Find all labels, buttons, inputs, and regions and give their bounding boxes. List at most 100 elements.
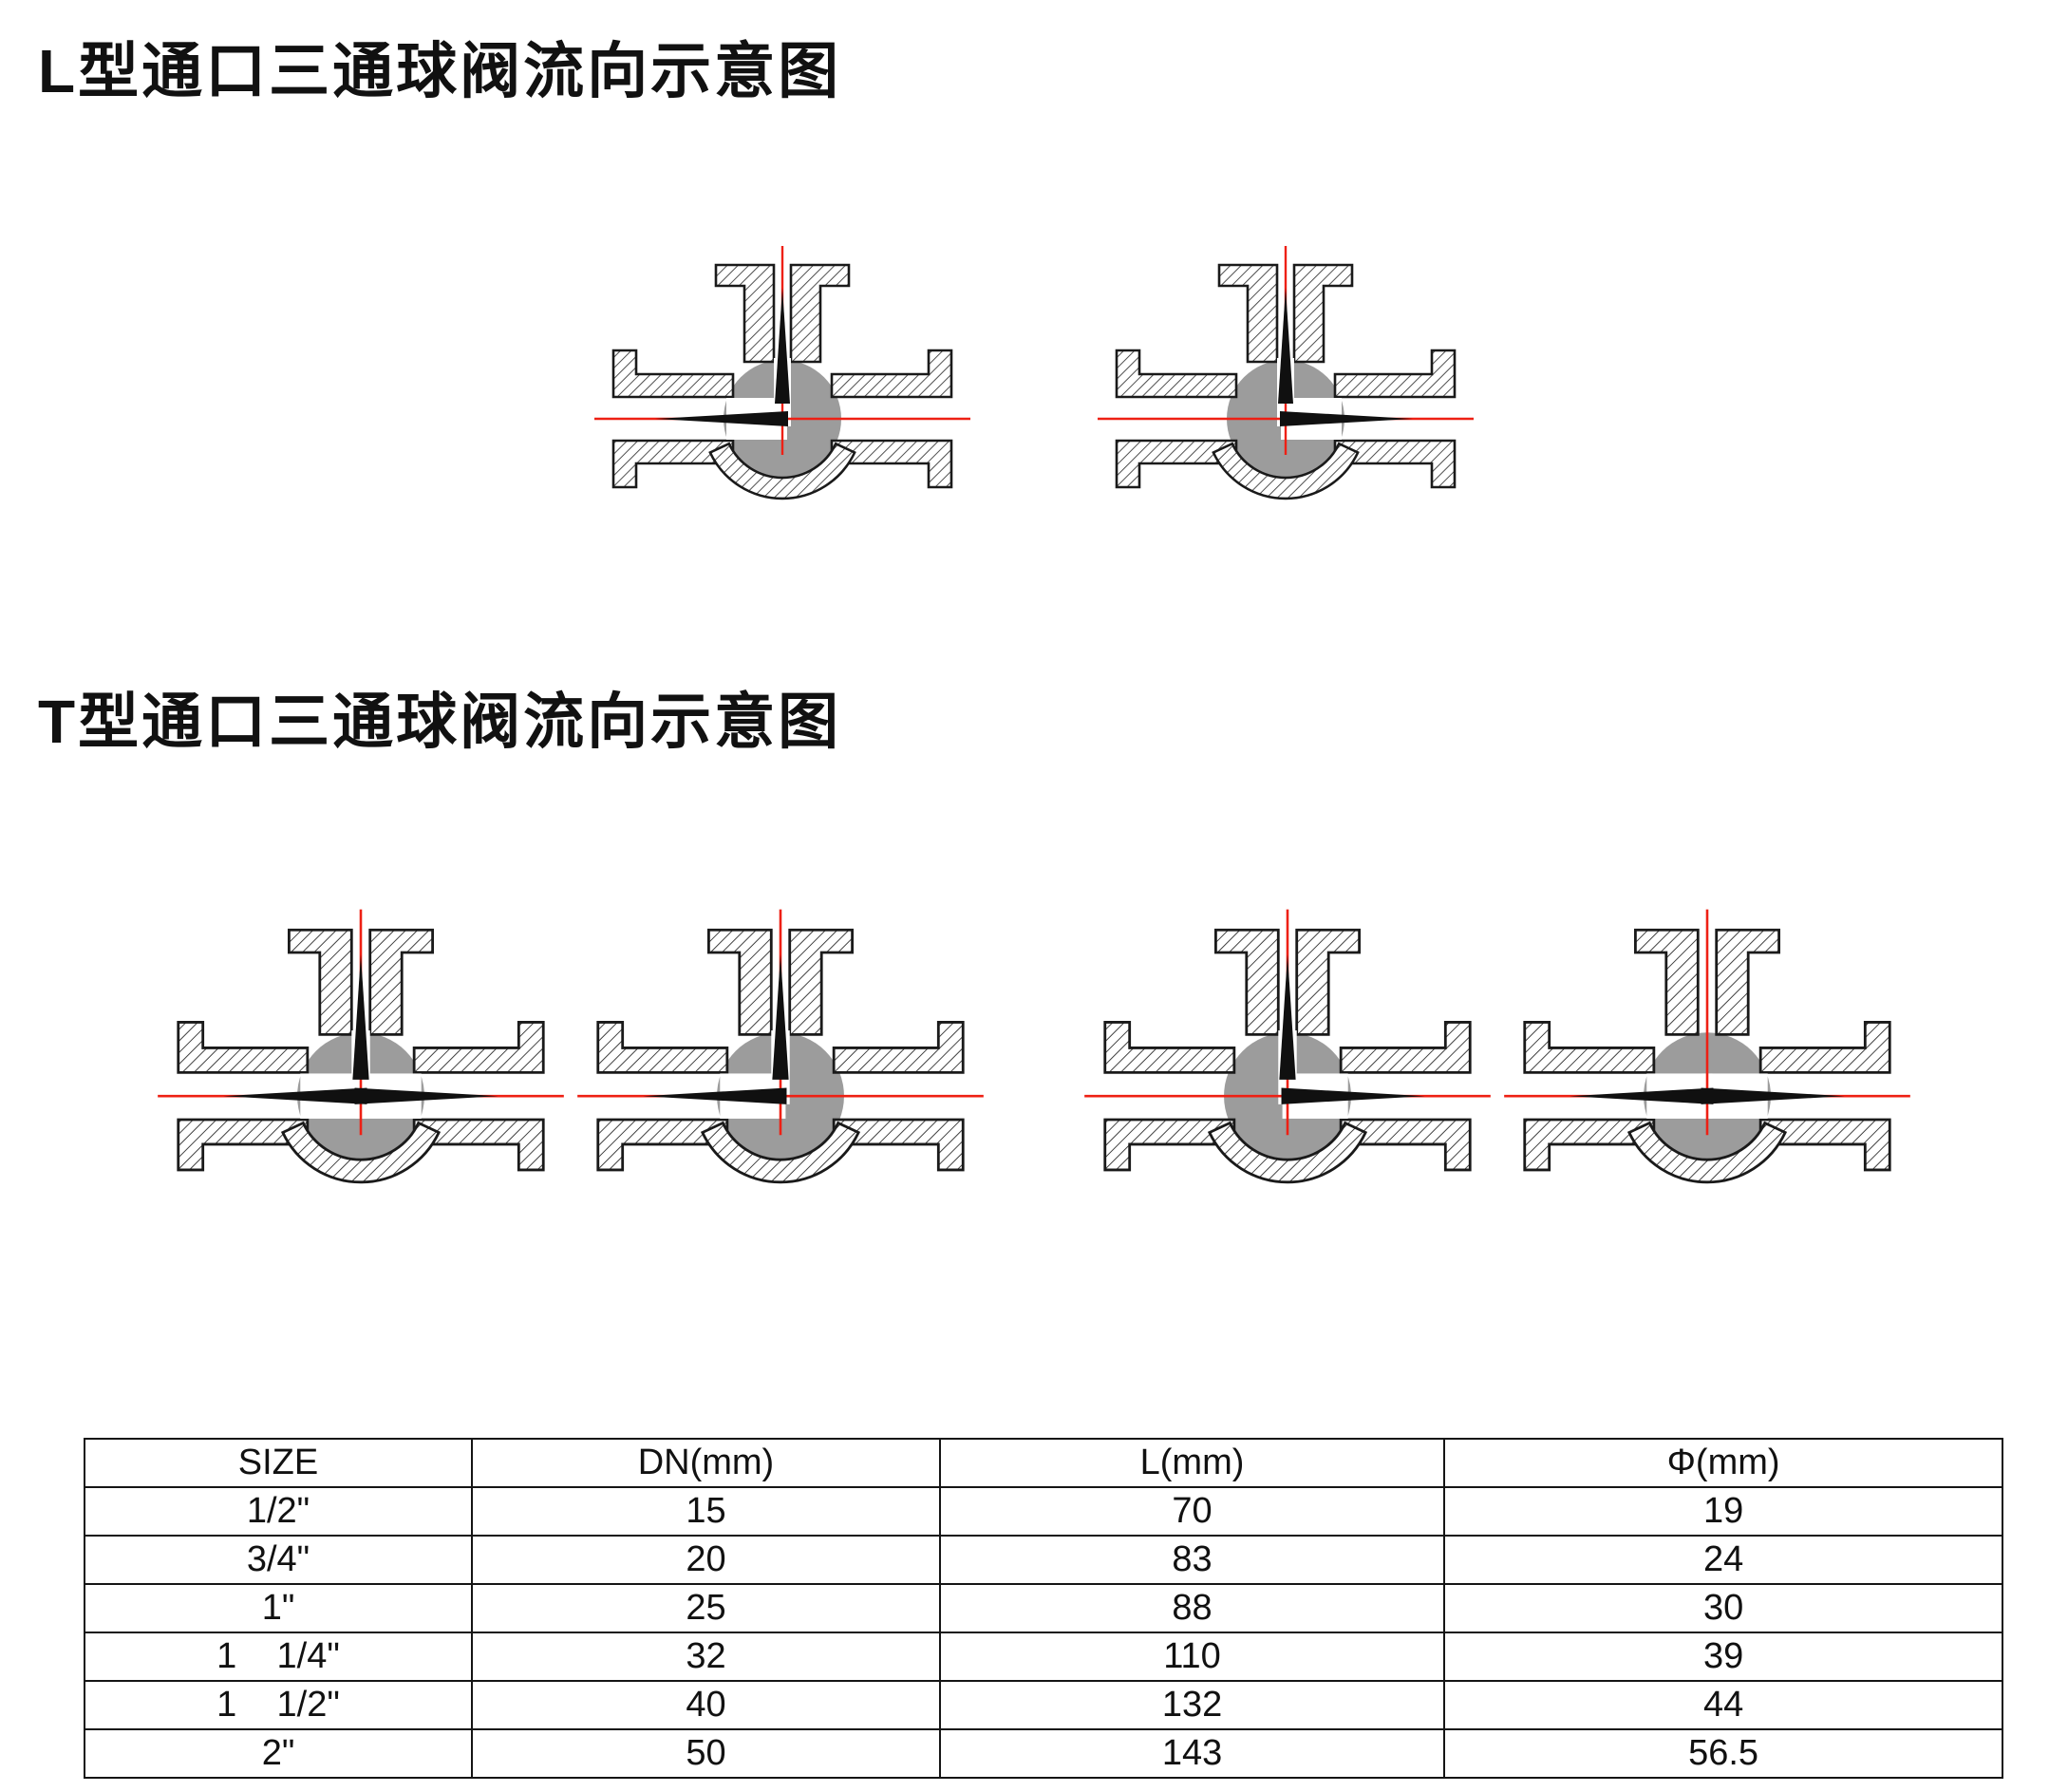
valve-body-top-right <box>789 263 851 364</box>
table-column-header: SIZE <box>83 1438 474 1489</box>
table-column-header: L(mm) <box>938 1438 1446 1489</box>
valve-body-left-upper <box>1115 349 1238 399</box>
valve-body-right-lower <box>1333 439 1457 489</box>
flow-arrow-up-icon <box>1278 288 1293 404</box>
flow-arrow-right-icon <box>1701 1087 1845 1104</box>
valve-body-top-right <box>1295 928 1362 1036</box>
flow-arrow-up-icon <box>1279 954 1296 1080</box>
table-cell: 30 <box>1443 1583 2003 1634</box>
valve-body-right-lower <box>1758 1118 1891 1172</box>
l-type-section-title: L型通口三通球阀流向示意图 <box>38 37 842 105</box>
valve-body-left-lower <box>177 1118 310 1172</box>
valve-diagram-l-valve-1 <box>592 238 972 561</box>
table-cell: 32 <box>471 1632 941 1683</box>
flow-arrow-up-icon <box>772 954 789 1080</box>
table-column-header: DN(mm) <box>471 1438 941 1489</box>
table-cell: 1 1/4" <box>83 1632 474 1683</box>
flow-arrow-right-icon <box>1280 411 1413 426</box>
valve-body-top-left <box>1213 928 1280 1036</box>
table-cell: 1/2" <box>83 1486 474 1537</box>
t-type-section-title: T型通口三通球阀流向示意图 <box>38 688 842 756</box>
valve-body-bowl <box>700 1121 861 1184</box>
valve-body-top-right <box>1292 263 1354 364</box>
valve-body-top-left <box>1633 928 1700 1036</box>
valve-body-right-lower <box>830 439 953 489</box>
table-cell: 1" <box>83 1583 474 1634</box>
valve-body-top-right <box>788 928 855 1036</box>
table-cell: 15 <box>471 1486 941 1537</box>
flow-arrow-right-icon <box>1281 1087 1425 1104</box>
valve-body-bowl <box>708 442 856 500</box>
flow-arrow-up-icon <box>352 954 369 1080</box>
valve-body-right-upper <box>832 1021 965 1074</box>
l-type-valve-row <box>0 238 2068 561</box>
valve-body-right-lower <box>832 1118 965 1172</box>
table-cell: 1 1/2" <box>83 1680 474 1731</box>
valve-body-top-left <box>1217 263 1279 364</box>
table-cell: 50 <box>471 1728 941 1780</box>
table-cell: 110 <box>938 1632 1446 1683</box>
valve-body-left-upper <box>1103 1021 1236 1074</box>
valve-body-top-right <box>1715 928 1781 1036</box>
valve-body-bowl <box>1212 442 1360 500</box>
table-cell: 70 <box>938 1486 1446 1537</box>
t-type-valve-row <box>0 901 2068 1250</box>
valve-body-bowl <box>280 1121 442 1184</box>
table-cell: 3/4" <box>83 1535 474 1586</box>
valve-body-left-upper <box>1523 1021 1656 1074</box>
valve-body-left-upper <box>596 1021 729 1074</box>
valve-cross-section <box>1098 246 1474 500</box>
valve-diagram-t-valve-2 <box>575 901 986 1250</box>
valve-body-right-lower <box>412 1118 545 1172</box>
valve-body-left-lower <box>596 1118 729 1172</box>
flow-arrow-left-icon <box>223 1087 367 1104</box>
table-cell: 44 <box>1443 1680 2003 1731</box>
table-cell: 39 <box>1443 1632 2003 1683</box>
table-cell: 88 <box>938 1583 1446 1634</box>
table-cell: 40 <box>471 1680 941 1731</box>
valve-body-left-upper <box>611 349 735 399</box>
valve-body-top-right <box>368 928 435 1036</box>
valve-cross-section <box>577 909 984 1184</box>
valve-body-left-lower <box>1115 439 1238 489</box>
valve-body-left-upper <box>177 1021 310 1074</box>
valve-body-top-left <box>714 263 776 364</box>
valve-body-top-left <box>287 928 353 1036</box>
table-cell: 19 <box>1443 1486 2003 1537</box>
valve-diagram-l-valve-2 <box>1096 238 1476 561</box>
flow-arrow-left-icon <box>655 411 788 426</box>
valve-body-right-upper <box>1339 1021 1472 1074</box>
valve-body-bowl <box>1626 1121 1788 1184</box>
valve-diagram-t-valve-1 <box>156 901 566 1250</box>
valve-body-right-upper <box>1333 349 1457 399</box>
flow-arrow-right-icon <box>354 1087 498 1104</box>
valve-diagram-t-valve-4 <box>1502 901 1912 1250</box>
table-cell: 143 <box>938 1728 1446 1780</box>
valve-body-left-lower <box>611 439 735 489</box>
valve-cross-section <box>594 246 970 500</box>
table-cell: 24 <box>1443 1535 2003 1586</box>
table-cell: 25 <box>471 1583 941 1634</box>
table-column-header: Φ(mm) <box>1443 1438 2003 1489</box>
table-cell: 56.5 <box>1443 1728 2003 1780</box>
valve-cross-section <box>1504 909 1910 1184</box>
flow-arrow-left-icon <box>1570 1087 1714 1104</box>
valve-cross-section <box>158 909 564 1184</box>
valve-body-left-lower <box>1523 1118 1656 1172</box>
flow-arrow-left-icon <box>643 1087 787 1104</box>
valve-body-left-lower <box>1103 1118 1236 1172</box>
table-cell: 132 <box>938 1680 1446 1731</box>
table-cell: 2" <box>83 1728 474 1780</box>
valve-cross-section <box>1084 909 1491 1184</box>
valve-body-right-upper <box>412 1021 545 1074</box>
valve-body-right-upper <box>830 349 953 399</box>
table-cell: 20 <box>471 1535 941 1586</box>
